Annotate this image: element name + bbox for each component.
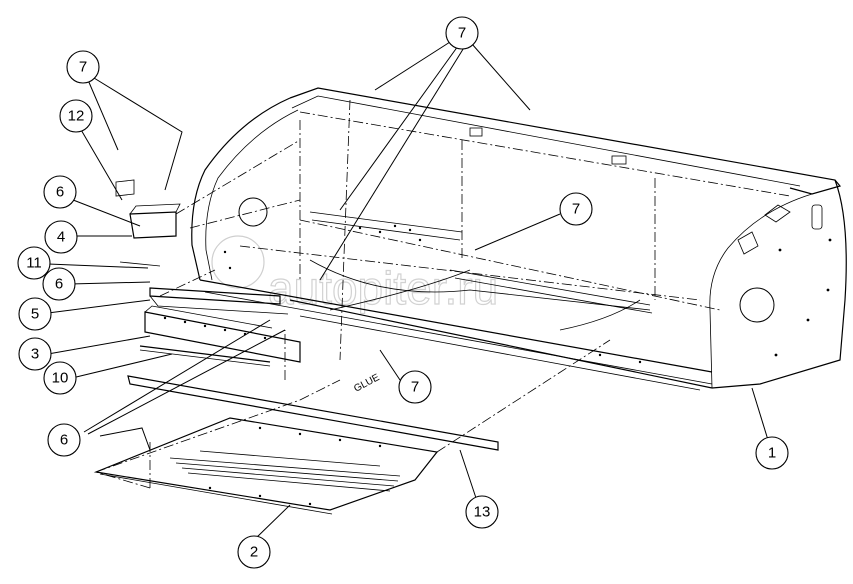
watermark: autopiter.ru: [211, 235, 499, 315]
svg-text:6: 6: [55, 276, 63, 293]
svg-text:12: 12: [68, 108, 85, 125]
svg-text:1: 1: [768, 445, 776, 462]
svg-text:3: 3: [31, 346, 39, 363]
svg-text:7: 7: [458, 25, 466, 42]
left-end-hole: [238, 197, 268, 227]
callout-11: 11: [17, 246, 51, 280]
housing-assembly: [191, 87, 847, 391]
callout-6-c: 6: [47, 423, 81, 457]
callout-10: 10: [43, 361, 77, 395]
callout-7-bottom: 7: [398, 370, 432, 404]
rod-part-13: [127, 375, 499, 451]
leader-lines: [47, 41, 769, 541]
callout-2: 2: [237, 535, 271, 569]
svg-text:5: 5: [31, 306, 39, 323]
svg-text:4: 4: [57, 229, 65, 246]
callout-7-top: 7: [445, 16, 479, 50]
callout-7-left: 7: [66, 50, 100, 84]
callout-12: 12: [59, 99, 93, 133]
callout-4: 4: [44, 220, 78, 254]
callout-6-b: 6: [42, 267, 76, 301]
svg-text:10: 10: [52, 370, 69, 387]
svg-text:7: 7: [79, 59, 87, 76]
callout-3: 3: [18, 337, 52, 371]
svg-text:7: 7: [411, 379, 419, 396]
callout-7-right: 7: [559, 192, 593, 226]
callout-1: 1: [755, 436, 789, 470]
svg-text:autopiter.ru: autopiter.ru: [268, 262, 498, 314]
callout-5: 5: [18, 297, 52, 331]
svg-text:11: 11: [26, 255, 42, 272]
svg-text:13: 13: [474, 504, 491, 521]
svg-text:6: 6: [60, 432, 68, 449]
svg-text:7: 7: [572, 201, 580, 218]
glue-note: GLUE: [352, 372, 381, 395]
svg-text:6: 6: [56, 184, 64, 201]
callout-6-a: 6: [43, 175, 77, 209]
floor-plate-part-2: [93, 339, 611, 515]
right-end-hole: [739, 287, 775, 323]
callout-13: 13: [465, 495, 499, 529]
angle-brackets: [115, 139, 301, 380]
svg-text:2: 2: [250, 544, 258, 561]
